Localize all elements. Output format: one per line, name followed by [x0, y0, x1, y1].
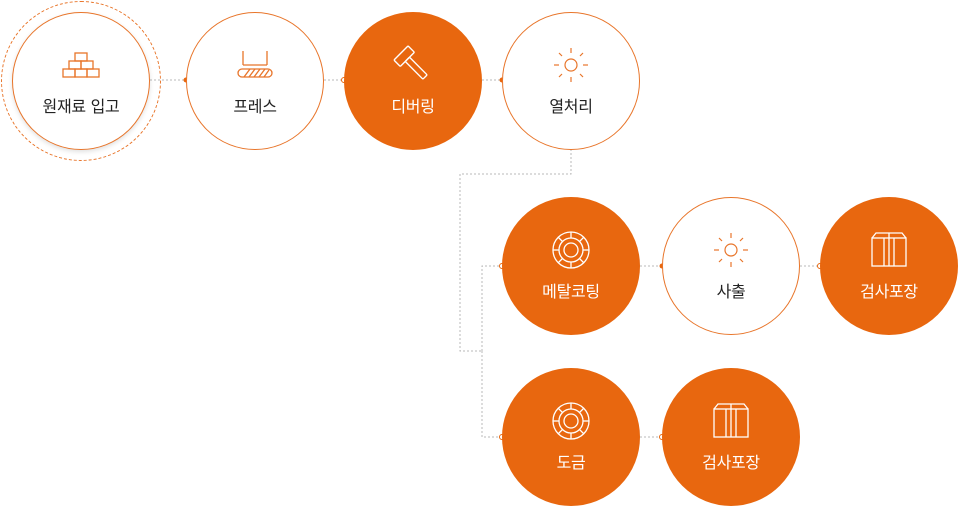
- box-icon: [713, 403, 749, 438]
- press-icon: [237, 51, 273, 78]
- step-metal-coating[interactable]: 메탈코팅: [502, 197, 640, 335]
- current-step-halo: [1, 1, 161, 161]
- step-label: 메탈코팅: [542, 282, 600, 301]
- hammer-icon: [393, 45, 428, 80]
- step-deburring[interactable]: 디버링: [344, 12, 482, 150]
- step-label: 검사포장: [860, 282, 918, 301]
- step-inspection-packing-2[interactable]: 검사포장: [662, 368, 800, 506]
- step-inspection-packing-1[interactable]: 검사포장: [820, 197, 958, 335]
- step-heat-treatment[interactable]: 열처리: [502, 12, 640, 150]
- step-shot-blasting[interactable]: 사출: [662, 197, 800, 335]
- connector-trunk-lower: [481, 351, 502, 438]
- sun-icon: [554, 48, 588, 82]
- step-raw-material[interactable]: 원재료 입고: [12, 12, 150, 150]
- step-label: 사출: [716, 282, 746, 301]
- ring-icon: [552, 402, 590, 440]
- connector-trunk-upper: [481, 265, 502, 351]
- box-icon: [871, 232, 907, 267]
- step-label: 검사포장: [702, 453, 760, 472]
- step-plating[interactable]: 도금: [502, 368, 640, 506]
- step-label: 열처리: [549, 97, 593, 116]
- step-label: 도금: [556, 453, 586, 472]
- step-label: 디버링: [391, 97, 435, 116]
- stacked-boxes-icon: [62, 52, 100, 78]
- step-label: 원재료 입고: [42, 97, 120, 116]
- step-press[interactable]: 프레스: [186, 12, 324, 150]
- sun-icon: [714, 233, 748, 267]
- ring-icon: [552, 231, 590, 269]
- connector-branch: [459, 149, 572, 352]
- step-label: 프레스: [233, 97, 277, 116]
